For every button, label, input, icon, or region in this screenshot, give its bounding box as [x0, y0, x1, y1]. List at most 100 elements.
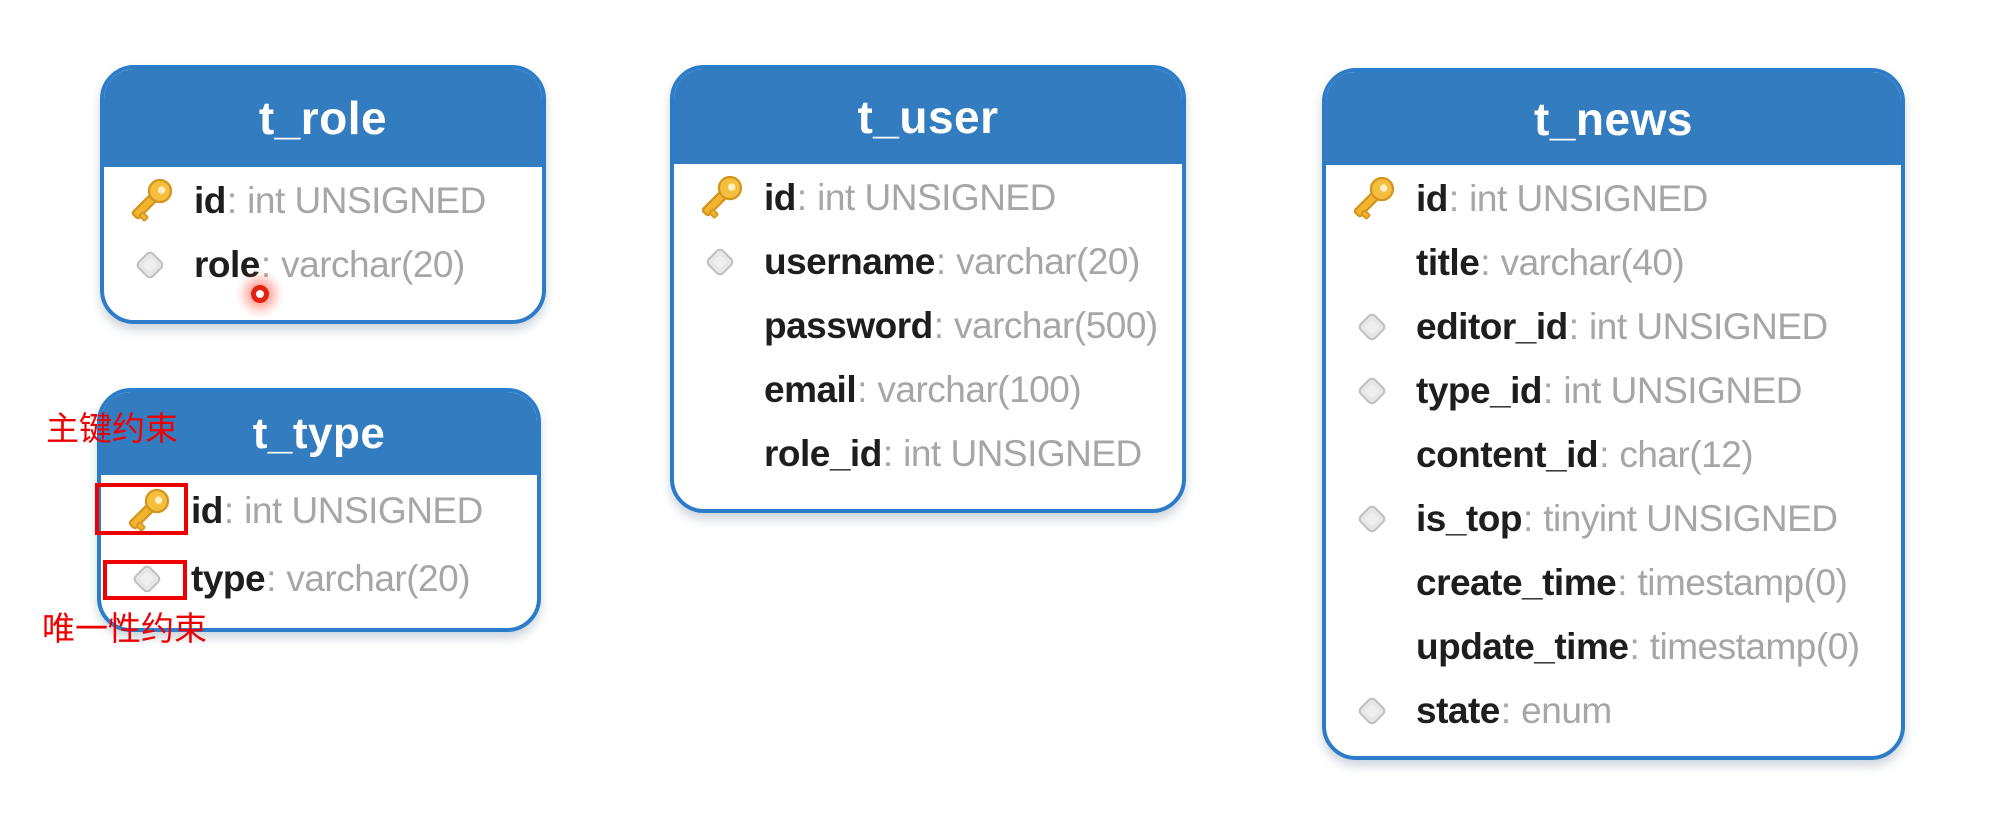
field-type: varchar(20) — [281, 244, 465, 285]
table-fields: id: int UNSIGNED role: varchar(20) — [104, 167, 542, 297]
table-card-t-role: t_role id: int UNSIGNED role: varchar(20… — [100, 65, 546, 324]
table-card-t-type: t_type id: int UNSIGNED type: varchar(20… — [97, 388, 541, 632]
field-name: type_id — [1416, 370, 1543, 411]
field-row: email: varchar(100) — [674, 358, 1182, 422]
field-colon: : — [882, 433, 894, 474]
table-fields: id: int UNSIGNED username: varchar(20) p… — [674, 164, 1182, 486]
field-name: title — [1416, 242, 1480, 283]
field-colon: : — [935, 241, 947, 282]
table-card-t-user: t_user id: int UNSIGNED username: varcha… — [670, 65, 1186, 513]
field-name: id — [764, 177, 796, 218]
field-name: is_top — [1416, 498, 1522, 539]
field-type: varchar(20) — [956, 241, 1140, 282]
field-type: timestamp(0) — [1637, 562, 1848, 603]
field-colon: : — [933, 305, 944, 346]
field-name: state — [1416, 690, 1500, 731]
highlight-box-unique-icon — [103, 560, 187, 600]
field-type: int UNSIGNED — [1469, 178, 1708, 219]
field-colon: : — [1629, 626, 1640, 667]
table-fields: id: int UNSIGNED title: varchar(40) edit… — [1326, 165, 1901, 743]
field-colon: : — [1500, 690, 1512, 731]
field-colon: : — [857, 369, 868, 410]
field-row: state: enum — [1326, 679, 1901, 743]
unique-icon — [1340, 359, 1404, 423]
unique-icon — [1340, 295, 1404, 359]
field-row: create_time: timestamp(0) — [1326, 551, 1901, 615]
annotation-primary-key-label: 主键约束 — [46, 410, 178, 447]
primary-key-icon — [688, 166, 752, 230]
field-row: role_id: int UNSIGNED — [674, 422, 1182, 486]
primary-key-icon — [118, 169, 182, 233]
unique-icon — [1340, 487, 1404, 551]
field-row: id: int UNSIGNED — [104, 169, 542, 233]
field-colon: : — [1522, 498, 1534, 539]
field-name: email — [764, 369, 857, 410]
field-name: id — [191, 490, 223, 531]
field-row: role: varchar(20) — [104, 233, 542, 297]
field-type: int UNSIGNED — [244, 490, 483, 531]
field-type: varchar(20) — [286, 558, 471, 599]
field-name: id — [194, 180, 226, 221]
field-type: int UNSIGNED — [247, 180, 486, 221]
table-title: t_role — [258, 92, 388, 144]
annotation-unique-label: 唯一性约束 — [42, 610, 207, 647]
unique-icon — [1340, 679, 1404, 743]
field-type: tinyint UNSIGNED — [1543, 498, 1838, 539]
no-icon — [1340, 231, 1404, 295]
field-name: create_time — [1416, 562, 1617, 603]
no-icon — [688, 422, 752, 486]
table-fields: id: int UNSIGNED type: varchar(20) — [101, 475, 537, 613]
field-name: id — [1416, 178, 1448, 219]
unique-icon — [118, 233, 182, 297]
no-icon — [1340, 615, 1404, 679]
field-colon: : — [1599, 434, 1610, 475]
primary-key-icon — [1340, 167, 1404, 231]
field-colon: : — [260, 244, 272, 285]
field-name: type — [191, 558, 266, 599]
field-type: int UNSIGNED — [1589, 306, 1828, 347]
field-row: id: int UNSIGNED — [1326, 167, 1901, 231]
field-row: is_top: tinyint UNSIGNED — [1326, 487, 1901, 551]
no-icon — [1340, 423, 1404, 487]
table-header: t_user — [674, 69, 1182, 164]
field-type: timestamp(0) — [1649, 626, 1860, 667]
click-indicator — [236, 270, 284, 318]
field-colon: : — [1448, 178, 1460, 219]
field-name: role_id — [764, 433, 882, 474]
field-name: username — [764, 241, 935, 282]
field-colon: : — [223, 490, 235, 531]
field-colon: : — [266, 558, 277, 599]
field-type: varchar(100) — [877, 369, 1082, 410]
no-icon — [688, 358, 752, 422]
field-name: password — [764, 305, 933, 346]
field-name: update_time — [1416, 626, 1629, 667]
field-row: title: varchar(40) — [1326, 231, 1901, 295]
field-type: int UNSIGNED — [903, 433, 1142, 474]
field-colon: : — [796, 177, 808, 218]
field-colon: : — [1480, 242, 1491, 283]
field-type: varchar(40) — [1500, 242, 1685, 283]
field-type: varchar(500) — [954, 305, 1158, 346]
field-row: type_id: int UNSIGNED — [1326, 359, 1901, 423]
field-colon: : — [1543, 370, 1554, 411]
unique-icon — [688, 230, 752, 294]
no-icon — [1340, 551, 1404, 615]
table-header: t_type — [101, 392, 537, 475]
field-row: username: varchar(20) — [674, 230, 1182, 294]
field-row: type: varchar(20) — [101, 545, 537, 613]
table-title: t_news — [1534, 92, 1693, 145]
field-colon: : — [226, 180, 238, 221]
no-icon — [688, 294, 752, 358]
field-colon: : — [1568, 306, 1580, 347]
field-type: int UNSIGNED — [1563, 370, 1802, 411]
field-row: id: int UNSIGNED — [101, 477, 537, 545]
field-row: id: int UNSIGNED — [674, 166, 1182, 230]
highlight-box-primary-key-icon — [95, 483, 188, 535]
field-name: editor_id — [1416, 306, 1568, 347]
table-card-t-news: t_news id: int UNSIGNED title: varchar(4… — [1322, 68, 1905, 760]
field-type: enum — [1521, 690, 1612, 731]
field-row: password: varchar(500) — [674, 294, 1182, 358]
field-row: update_time: timestamp(0) — [1326, 615, 1901, 679]
table-title: t_type — [252, 408, 386, 458]
